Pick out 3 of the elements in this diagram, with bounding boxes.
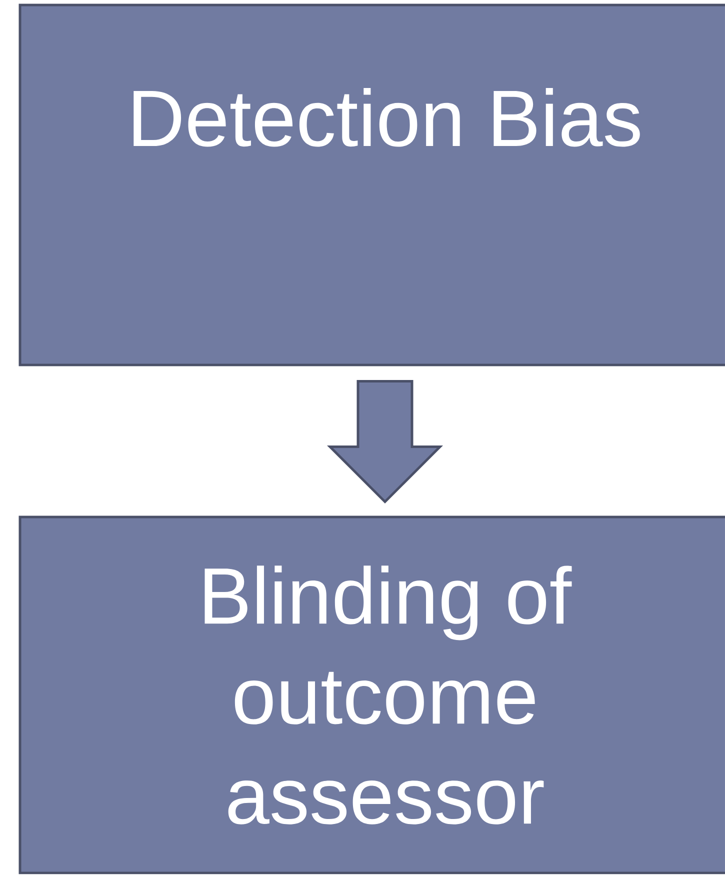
block-arrow [326, 380, 444, 504]
process-box: Blinding of outcome assessor [18, 516, 725, 874]
process-box: Detection Bias [18, 4, 725, 366]
